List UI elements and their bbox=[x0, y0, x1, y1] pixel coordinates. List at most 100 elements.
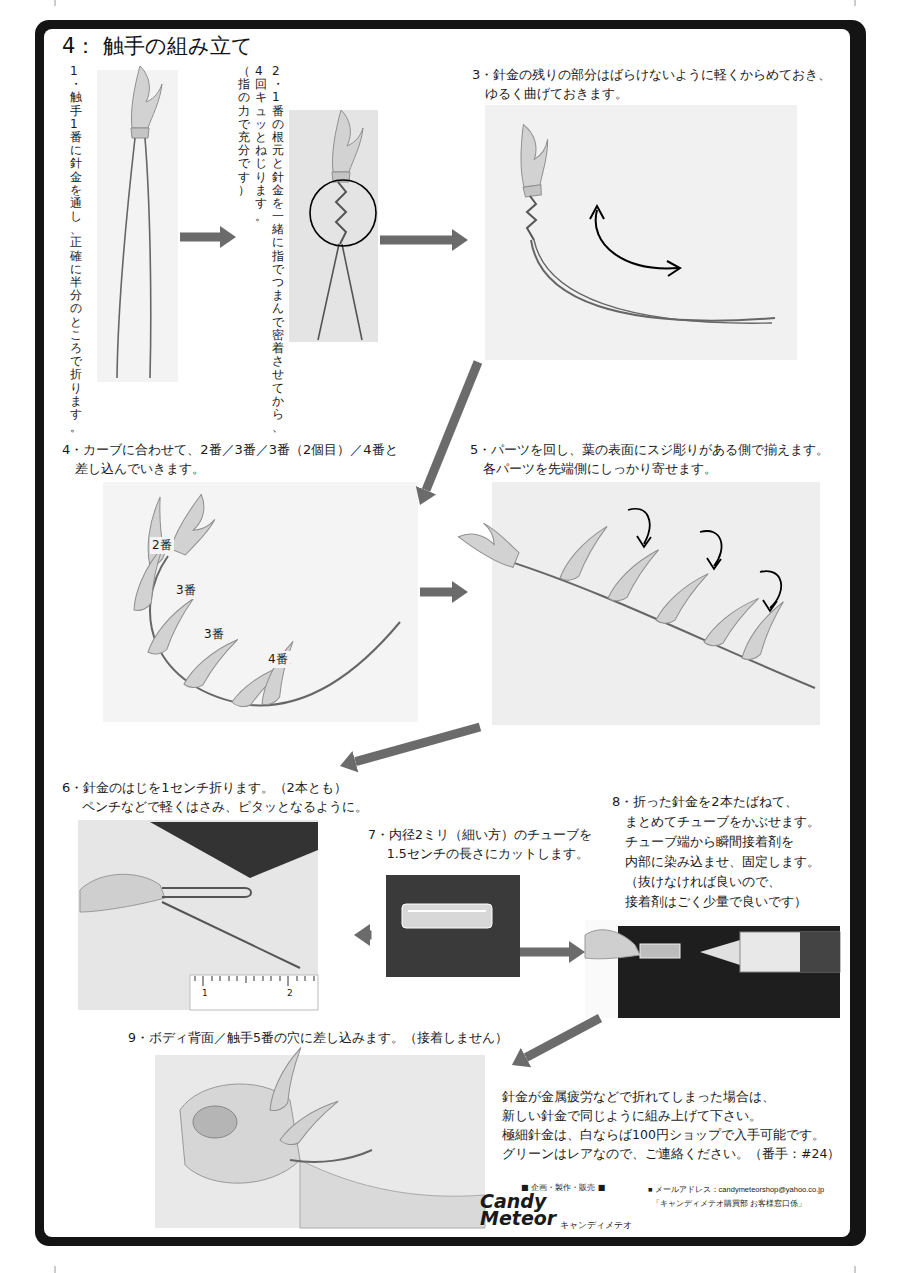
step-panel: 2・1番の根元と針金を一緒に指でつまんで密着させてから、 4回キュッとねじります… bbox=[236, 62, 380, 438]
photo-step1 bbox=[131, 128, 149, 138]
step-panel: 8・折った針金を2本たばねて、 まとめてチューブをかぶせます。 チューブ端から瞬… bbox=[585, 920, 840, 1018]
step-panel: 5・パーツを回し、葉の表面にスジ彫りがある側で揃えます。 各パーツを先端側にしっ… bbox=[468, 437, 833, 727]
text-line: 新しい針金で同じように組み上げて下さい。 bbox=[502, 1106, 840, 1125]
photo-step7 bbox=[408, 910, 486, 912]
photo-step2 bbox=[289, 110, 378, 342]
photo-step5 bbox=[505, 560, 815, 688]
photo-step5 bbox=[598, 550, 670, 605]
photo-step5 bbox=[549, 526, 622, 584]
text-line: 4回キュッとねじります。 bbox=[255, 65, 267, 223]
photo-step4 bbox=[244, 641, 315, 709]
photo-step9 bbox=[155, 1047, 485, 1228]
text-line: 3・針金の残りの部分はばらけないように軽くからめておき、 bbox=[472, 65, 831, 84]
photo-step9 bbox=[290, 1150, 372, 1162]
text-line: 8・折った針金を2本たばねて、 bbox=[612, 792, 820, 812]
photo-step3 bbox=[485, 105, 797, 360]
step-arrow bbox=[426, 362, 478, 490]
text-line: ペンチなどで軽くはさみ、ピタッとなるように。 bbox=[62, 797, 368, 816]
step-panel: 6・針金のはじを1センチ折ります。（2本とも） ペンチなどで軽くはさみ、ピタッと… bbox=[58, 766, 372, 1012]
step-arrow bbox=[180, 233, 220, 242]
logo-tagline: ■ 企画・製作・販売 ■ bbox=[521, 1182, 605, 1193]
photo-step9 bbox=[155, 1055, 485, 1228]
photo-step3 bbox=[596, 210, 678, 268]
text-line: 1・触手1番に針金を通し、正確に半分のところで折ります。 bbox=[70, 65, 82, 434]
text-line: まとめてチューブをかぶせます。 bbox=[612, 812, 820, 832]
text-line: Meteor bbox=[480, 1210, 556, 1227]
photo-step8 bbox=[740, 932, 840, 972]
page-frame bbox=[35, 20, 866, 1246]
photo-step8 bbox=[585, 920, 840, 1018]
crop-mark bbox=[855, 0, 856, 6]
part-number: 2番 bbox=[150, 537, 174, 554]
step-panel: 7・内径2ミリ（細い方）のチューブを 1.5センチの長さにカットします。 bbox=[386, 875, 520, 977]
note: 針金が金属疲労などで折れてしまった場合は、 新しい針金で同じように組み上げて下さ… bbox=[502, 1087, 840, 1163]
photo-step9 bbox=[252, 1047, 323, 1115]
part-number: 4番 bbox=[266, 651, 290, 668]
photo-step5 bbox=[492, 482, 820, 725]
step-panel: 1・触手1番に針金を通し、正確に半分のところで折ります。 bbox=[68, 62, 180, 438]
ruler-number: 1 bbox=[200, 988, 210, 998]
page-frame bbox=[35, 20, 866, 1246]
step-caption: 9・ボディ背面／触手5番の穴に差し込みます。（接着しません） bbox=[128, 1030, 508, 1047]
step-panel: 4・カーブに合わせて、2番／3番／3番（2個目）／4番と 差し込んでいきます。 bbox=[58, 437, 420, 727]
page-title: 4： 触手の組み立て bbox=[62, 32, 253, 60]
photo-step8 bbox=[585, 930, 640, 959]
part-number: 3番 bbox=[174, 582, 198, 599]
photo-step7 bbox=[402, 904, 492, 928]
photo-step1 bbox=[131, 66, 162, 128]
text-line: 6・針金のはじを1センチ折ります。（2本とも） bbox=[62, 778, 368, 797]
step-caption: 3・針金の残りの部分はばらけないように軽くからめておき、 ゆるく曲げておきます。 bbox=[472, 65, 831, 103]
text-line: ゆるく曲げておきます。 bbox=[472, 84, 831, 103]
photo-step5 bbox=[647, 574, 719, 627]
photo-step8 bbox=[700, 940, 740, 965]
text-line: 差し込んでいきます。 bbox=[62, 459, 398, 478]
crop-mark bbox=[55, 1266, 56, 1273]
photo-step8 bbox=[585, 920, 840, 1018]
step-panel: 3・針金の残りの部分はばらけないように軽くからめておき、 ゆるく曲げておきます。 bbox=[468, 62, 835, 362]
step-caption: 2・1番の根元と針金を一緒に指でつまんで密着させてから、 4回キュッとねじります… bbox=[238, 65, 284, 434]
ruler-number: 2 bbox=[285, 988, 295, 998]
photo-step9 bbox=[275, 1101, 344, 1146]
photo-step1 bbox=[145, 138, 151, 378]
photo-step5 bbox=[455, 516, 524, 568]
text-line: チューブ端から瞬間接着剤を bbox=[612, 832, 820, 852]
photo-step2 bbox=[289, 110, 378, 342]
step-arrow bbox=[370, 931, 372, 940]
photo-step3 bbox=[523, 185, 542, 197]
photo-step6 bbox=[78, 820, 318, 1010]
text-line: 7・内径2ミリ（細い方）のチューブを bbox=[368, 825, 592, 844]
text-line: 1.5センチの長さにカットします。 bbox=[368, 844, 592, 863]
photo-step3 bbox=[534, 240, 772, 323]
photo-step6 bbox=[162, 888, 251, 897]
photo-step4 bbox=[103, 482, 418, 722]
step-caption: 1・触手1番に針金を通し、正確に半分のところで折ります。 bbox=[70, 65, 82, 434]
photo-step4 bbox=[136, 599, 209, 658]
step-caption: 6・針金のはじを1センチ折ります。（2本とも） ペンチなどで軽くはさみ、ピタッと… bbox=[62, 778, 368, 816]
step-arrow bbox=[380, 236, 452, 245]
contact-email: ■ メールアドレス：candymeteorshop@yahoo.co.jp bbox=[648, 1185, 824, 1195]
photo-step9 bbox=[193, 1106, 237, 1138]
photo-step7 bbox=[386, 875, 520, 977]
photo-step9 bbox=[300, 1160, 485, 1228]
step-caption: 7・内径2ミリ（細い方）のチューブを 1.5センチの長さにカットします。 bbox=[368, 825, 592, 863]
text-line: 2・1番の根元と針金を一緒に指でつまんで密着させてから、 bbox=[272, 65, 284, 434]
photo-step2 bbox=[332, 110, 363, 172]
photo-step3 bbox=[515, 122, 554, 188]
photo-step5 bbox=[455, 482, 820, 725]
photo-step4 bbox=[103, 482, 418, 722]
step-caption: 8・折った針金を2本たばねて、 まとめてチューブをかぶせます。 チューブ端から瞬… bbox=[612, 792, 820, 912]
photo-step1 bbox=[117, 138, 135, 378]
step-panel: 9・ボディ背面／触手5番の穴に差し込みます。（接着しません） bbox=[125, 1026, 512, 1230]
photo-step4 bbox=[176, 639, 247, 690]
photo-step5 bbox=[728, 602, 801, 664]
text-line: Candy bbox=[480, 1193, 556, 1210]
photo-step2 bbox=[310, 180, 376, 246]
step-caption: 4・カーブに合わせて、2番／3番／3番（2個目）／4番と 差し込んでいきます。 bbox=[62, 440, 398, 478]
photo-step8 bbox=[640, 944, 680, 958]
photo-step6 bbox=[190, 975, 318, 1010]
text-line: 極細針金は、白ならば100円ショップで入手可能です。 bbox=[502, 1125, 840, 1144]
text-line: （抜けなければ良いので、 bbox=[612, 872, 820, 892]
